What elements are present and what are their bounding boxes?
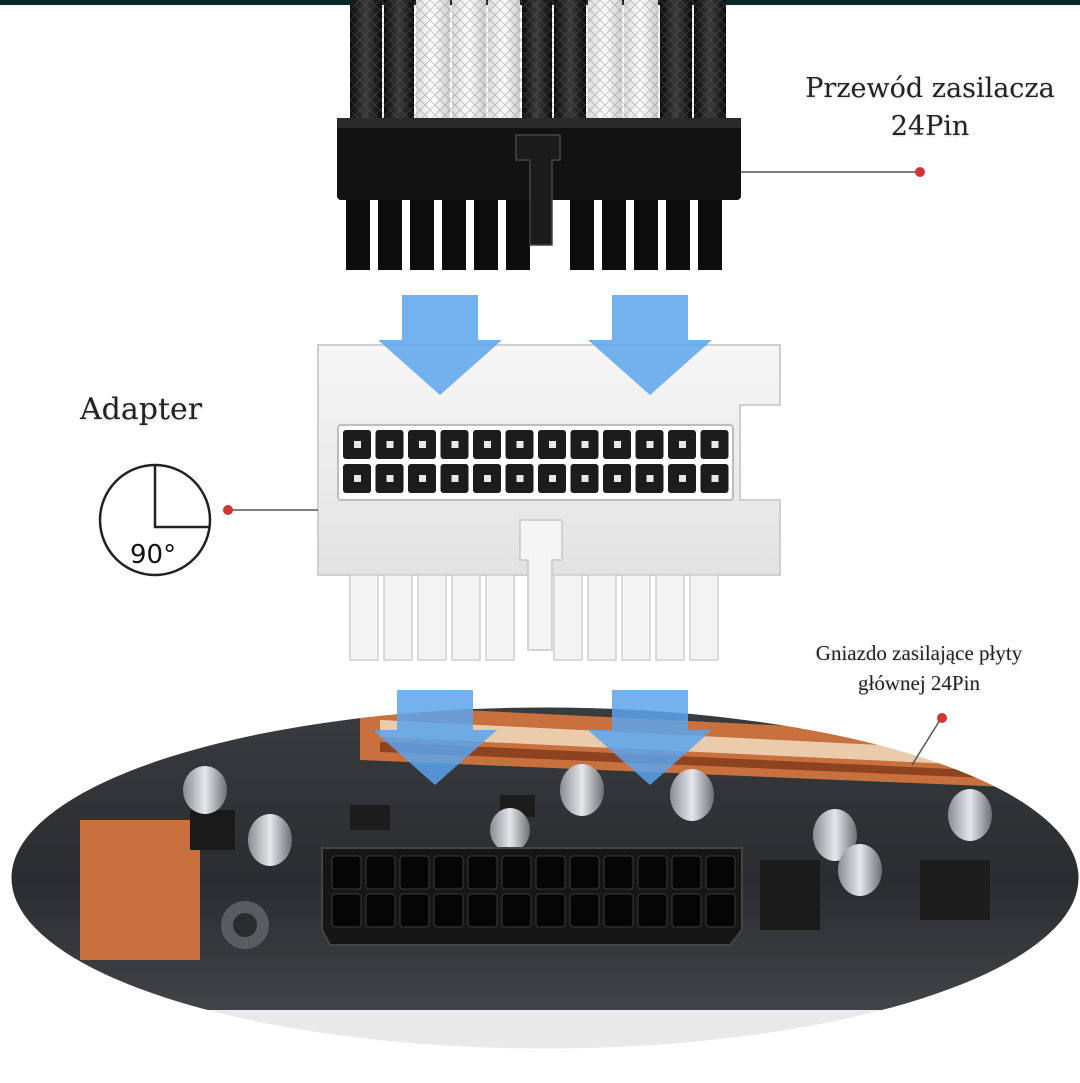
adapter-pin-contact <box>451 441 459 448</box>
adapter-pin-contact <box>549 441 556 448</box>
adapter-pin-contact <box>516 475 524 482</box>
adapter-pin-contact <box>419 441 426 448</box>
socket-label: Gniazdo zasilające płyty głównej 24Pin <box>760 638 1078 698</box>
adapter-pin-contact <box>711 475 719 482</box>
adapter-pin-contact <box>646 475 654 482</box>
cable-connector-pins <box>346 200 722 270</box>
socket-pin-hole <box>535 893 566 928</box>
adapter-pin-contact <box>549 475 556 482</box>
adapter-latch <box>519 519 563 651</box>
socket-pin-hole <box>399 855 430 890</box>
adapter-pin-contact <box>354 441 361 448</box>
adapter-leg <box>485 574 515 661</box>
ram-slots <box>360 706 1080 790</box>
adapter-pin-contact <box>451 475 459 482</box>
cable-latch <box>515 134 561 246</box>
board-components <box>190 795 990 949</box>
socket-pin-hole <box>365 893 396 928</box>
socket-pin-hole <box>569 855 600 890</box>
adapter-pin-contact <box>711 441 719 448</box>
adapter-pin-contact <box>614 441 621 448</box>
adapter-pin-holes <box>343 430 729 493</box>
adapter-pin-contact <box>581 475 589 482</box>
socket-pin-hole <box>603 855 634 890</box>
socket-pointer-line <box>911 719 941 766</box>
adapter-leg <box>655 574 685 661</box>
adapter-pin-contact <box>386 475 394 482</box>
adapter-leg <box>383 574 413 661</box>
capacitors <box>183 764 992 896</box>
adapter-label: Adapter <box>80 392 203 427</box>
angle-90-icon <box>98 463 212 577</box>
cable-label: Przewód zasilacza 24Pin <box>790 70 1070 146</box>
adapter-leg <box>451 574 481 661</box>
socket-pin-hole <box>671 893 702 928</box>
adapter-leg <box>553 574 583 661</box>
socket-pin-hole <box>705 855 736 890</box>
socket-pin-hole <box>569 893 600 928</box>
adapter-leg <box>621 574 651 661</box>
braided-wires <box>350 0 726 125</box>
arrow-down-icon <box>588 295 712 395</box>
socket-pin-hole <box>671 855 702 890</box>
socket-pin-hole <box>467 855 498 890</box>
socket-pin-hole <box>331 893 362 928</box>
arrow-down-icon <box>588 690 712 785</box>
adapter-pin-contact <box>646 441 654 448</box>
socket-pin-hole <box>331 855 362 890</box>
psu-cable <box>337 0 925 270</box>
socket-pointer-dot <box>937 713 947 723</box>
cable-label-line1: Przewód zasilacza <box>805 73 1055 104</box>
adapter-leg <box>587 574 617 661</box>
arrow-down-icon <box>378 295 502 395</box>
socket-pin-hole <box>637 893 668 928</box>
socket-pin-hole <box>535 855 566 890</box>
socket-label-line1: Gniazdo zasilające płyty <box>815 641 1023 665</box>
angle-label: 90° <box>130 540 177 570</box>
adapter-legs <box>349 574 719 661</box>
board-frame <box>8 704 1080 1052</box>
adapter-leg <box>349 574 379 661</box>
adapter-pin-contact <box>679 441 686 448</box>
socket-pin-hole <box>467 893 498 928</box>
socket-pin-hole <box>365 855 396 890</box>
adapter-pointer-dot <box>223 505 233 515</box>
socket-pin-hole <box>433 893 464 928</box>
adapter-leg <box>417 574 447 661</box>
motherboard-24pin-socket <box>321 847 743 946</box>
adapter-pin-contact <box>679 475 686 482</box>
arrow-down-icon <box>373 690 497 785</box>
socket-pin-hole <box>603 893 634 928</box>
socket-pin-hole <box>433 855 464 890</box>
adapter-90deg <box>223 344 781 661</box>
socket-pin-hole <box>399 893 430 928</box>
adapter-pin-contact <box>386 441 394 448</box>
socket-pin-hole <box>705 893 736 928</box>
cable-pointer-dot <box>915 167 925 177</box>
adapter-leg <box>689 574 719 661</box>
adapter-pin-contact <box>484 475 491 482</box>
adapter-pin-contact <box>581 441 589 448</box>
socket-pin-hole <box>501 855 532 890</box>
cable-label-line2: 24Pin <box>890 111 970 142</box>
adapter-pin-contact <box>419 475 426 482</box>
adapter-pin-contact <box>614 475 621 482</box>
insertion-arrows <box>373 295 712 785</box>
adapter-pin-contact <box>484 441 491 448</box>
adapter-pin-contact <box>516 441 524 448</box>
socket-pin-hole <box>501 893 532 928</box>
socket-pin-hole <box>637 855 668 890</box>
socket-label-line2: głównej 24Pin <box>858 671 980 695</box>
adapter-pin-contact <box>354 475 361 482</box>
motherboard <box>10 706 1080 1050</box>
socket-pin-holes <box>331 855 736 928</box>
